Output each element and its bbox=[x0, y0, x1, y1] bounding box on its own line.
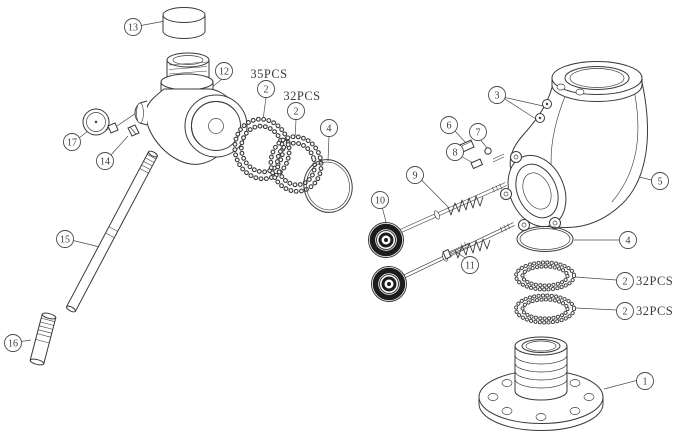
flange-lugs bbox=[500, 151, 561, 231]
part-tube bbox=[65, 150, 159, 313]
callout-1: 1 bbox=[636, 372, 654, 390]
callout-circle bbox=[651, 172, 669, 190]
callout-label: 7 bbox=[476, 128, 481, 139]
part-bolt bbox=[442, 242, 469, 260]
callout-label: 3 bbox=[495, 91, 500, 102]
callout-15: 15 bbox=[56, 230, 74, 248]
callout-label: 2 bbox=[264, 85, 269, 96]
callout-circle bbox=[215, 62, 233, 80]
part-elbow bbox=[500, 61, 648, 231]
callout-circle bbox=[4, 334, 22, 352]
part-small-fasteners bbox=[459, 139, 505, 170]
callout-circle bbox=[446, 143, 464, 161]
callout-circle bbox=[636, 372, 654, 390]
callout-label: 17 bbox=[67, 138, 77, 149]
callout-label: 6 bbox=[447, 121, 452, 132]
callout-circle bbox=[440, 116, 458, 134]
part-plug bbox=[127, 124, 140, 137]
callout-label: 14 bbox=[100, 157, 110, 168]
callout-11: 11 bbox=[461, 256, 479, 274]
callout-circle bbox=[371, 191, 389, 209]
callout-6: 6 bbox=[440, 116, 458, 134]
callout-circle bbox=[257, 80, 275, 98]
callout-10: 10 bbox=[371, 191, 389, 209]
callout-circle bbox=[616, 302, 634, 320]
callout-14: 14 bbox=[96, 152, 114, 170]
callout-2-35pcs: 2 bbox=[257, 80, 275, 98]
callout-label: 5 bbox=[658, 177, 663, 188]
callout-circle bbox=[461, 256, 479, 274]
callout-label: 2 bbox=[623, 277, 628, 288]
callout-circle bbox=[488, 86, 506, 104]
callout-circle bbox=[96, 152, 114, 170]
callout-circle bbox=[619, 231, 637, 249]
part-threaded-nipple bbox=[29, 312, 57, 366]
callout-2-32pcs-top: 2 bbox=[287, 102, 305, 120]
callout-label: 1 bbox=[643, 377, 648, 388]
callout-13: 13 bbox=[124, 18, 142, 36]
part-roller-1 bbox=[368, 222, 404, 258]
callout-12: 12 bbox=[215, 62, 233, 80]
callout-circle bbox=[616, 272, 634, 290]
callout-4-right: 4 bbox=[619, 231, 637, 249]
part-gauge bbox=[82, 108, 119, 136]
quantity-annotations: 35PCS 32PCS 32PCS 32PCS bbox=[250, 67, 673, 318]
part-flange bbox=[478, 336, 604, 431]
callout-circle bbox=[320, 119, 338, 137]
quantity-label-32pcs-right-1: 32PCS bbox=[636, 274, 673, 288]
part-stud-spring-1 bbox=[393, 182, 507, 236]
part-oring-top bbox=[303, 159, 353, 213]
part-valve-body bbox=[134, 52, 248, 165]
callout-17: 17 bbox=[63, 133, 81, 151]
callout-3: 3 bbox=[488, 86, 506, 104]
part-cap bbox=[162, 7, 206, 39]
leader-lines bbox=[20, 20, 652, 390]
callout-4-top: 4 bbox=[320, 119, 338, 137]
callout-label: 12 bbox=[219, 67, 229, 78]
part-bearing-ring-32pcs-right-2 bbox=[514, 293, 576, 325]
callouts: 13 12 2 2 4 17 14 15 bbox=[4, 18, 669, 390]
callout-16: 16 bbox=[4, 334, 22, 352]
callout-circle bbox=[56, 230, 74, 248]
callout-label: 15 bbox=[60, 235, 70, 246]
part-oring-right bbox=[516, 226, 574, 252]
callout-label: 4 bbox=[327, 124, 332, 135]
quantity-label-32pcs-top: 32PCS bbox=[283, 89, 320, 103]
callout-circle bbox=[124, 18, 142, 36]
callout-label: 13 bbox=[128, 23, 138, 34]
callout-circle bbox=[406, 166, 424, 184]
part-bearing-ring-32pcs-right-1 bbox=[514, 260, 576, 292]
callout-label: 8 bbox=[453, 148, 458, 159]
callout-8: 8 bbox=[446, 143, 464, 161]
callout-9: 9 bbox=[406, 166, 424, 184]
quantity-label-35pcs: 35PCS bbox=[250, 67, 287, 81]
callout-circle bbox=[287, 102, 305, 120]
callout-circle bbox=[469, 123, 487, 141]
callout-7: 7 bbox=[469, 123, 487, 141]
callout-5: 5 bbox=[651, 172, 669, 190]
gauge-center-dot bbox=[94, 120, 98, 124]
callout-circle bbox=[63, 133, 81, 151]
callout-label: 2 bbox=[294, 107, 299, 118]
callout-label: 10 bbox=[375, 196, 385, 207]
callout-label: 16 bbox=[8, 339, 18, 350]
callout-label: 9 bbox=[413, 171, 418, 182]
callout-2-32pcs-right-2: 2 bbox=[616, 302, 634, 320]
callout-label: 2 bbox=[623, 307, 628, 318]
callout-label: 4 bbox=[626, 236, 631, 247]
callout-2-32pcs-right-1: 2 bbox=[616, 272, 634, 290]
part-roller-2 bbox=[371, 266, 407, 302]
quantity-label-32pcs-right-2: 32PCS bbox=[636, 304, 673, 318]
callout-label: 11 bbox=[465, 261, 475, 272]
part-bearing-ring-32pcs-top bbox=[268, 134, 324, 194]
